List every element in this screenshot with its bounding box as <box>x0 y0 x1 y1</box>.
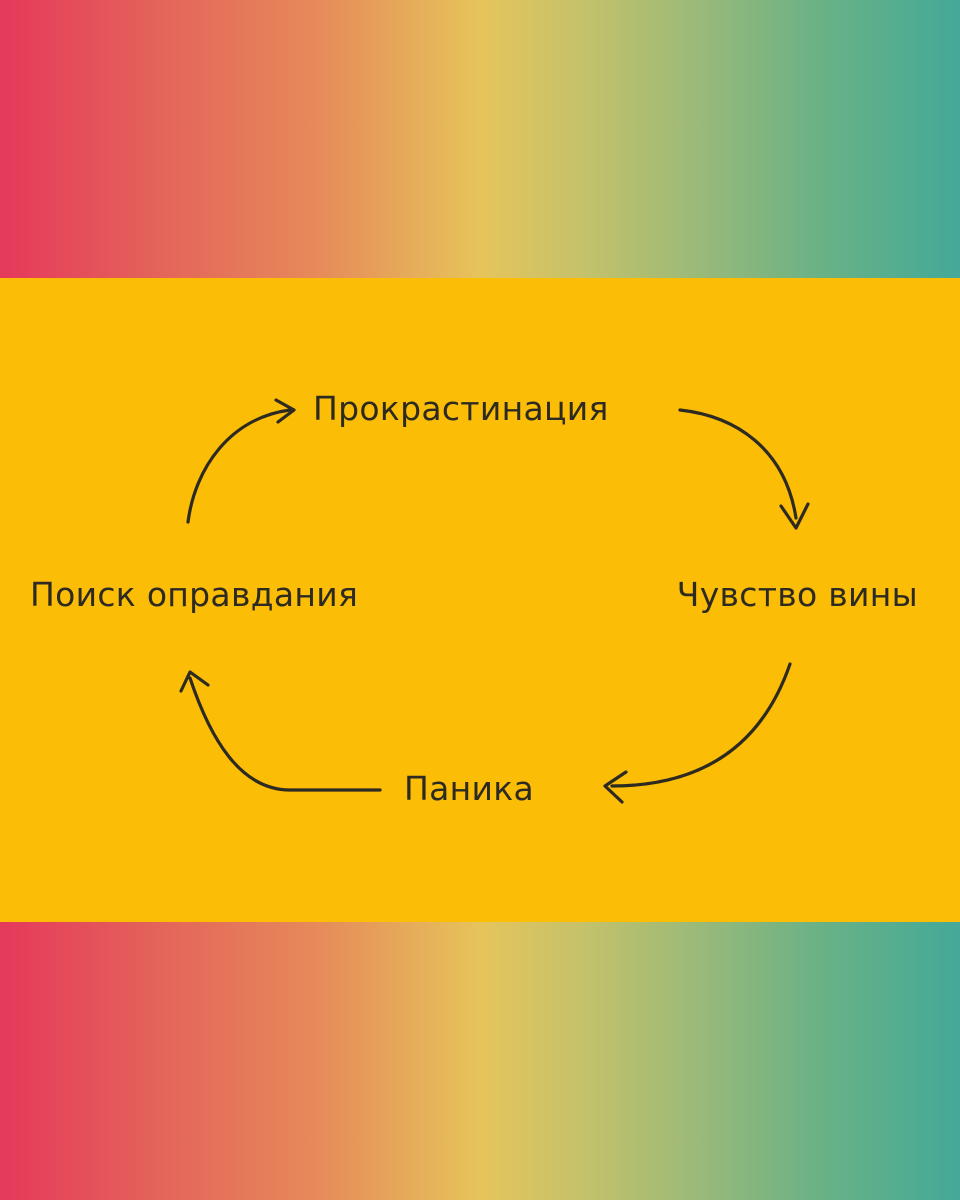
node-label-left: Поиск оправдания <box>30 575 358 614</box>
node-label-top: Прокрастинация <box>313 389 609 428</box>
arrow-right-to-bottom <box>603 662 792 804</box>
bottom-gradient-band <box>0 922 960 1200</box>
arrow-left-to-top <box>186 398 296 524</box>
arrow-top-to-right <box>678 408 810 530</box>
top-gradient-band <box>0 0 960 278</box>
diagram-panel: Прокрастинация Чувство вины Паника Поиск… <box>0 278 960 922</box>
node-label-right: Чувство вины <box>677 575 918 614</box>
cycle-diagram: Прокрастинация Чувство вины Паника Поиск… <box>30 389 918 808</box>
arrow-bottom-to-left <box>179 670 382 792</box>
node-label-bottom: Паника <box>404 769 534 808</box>
